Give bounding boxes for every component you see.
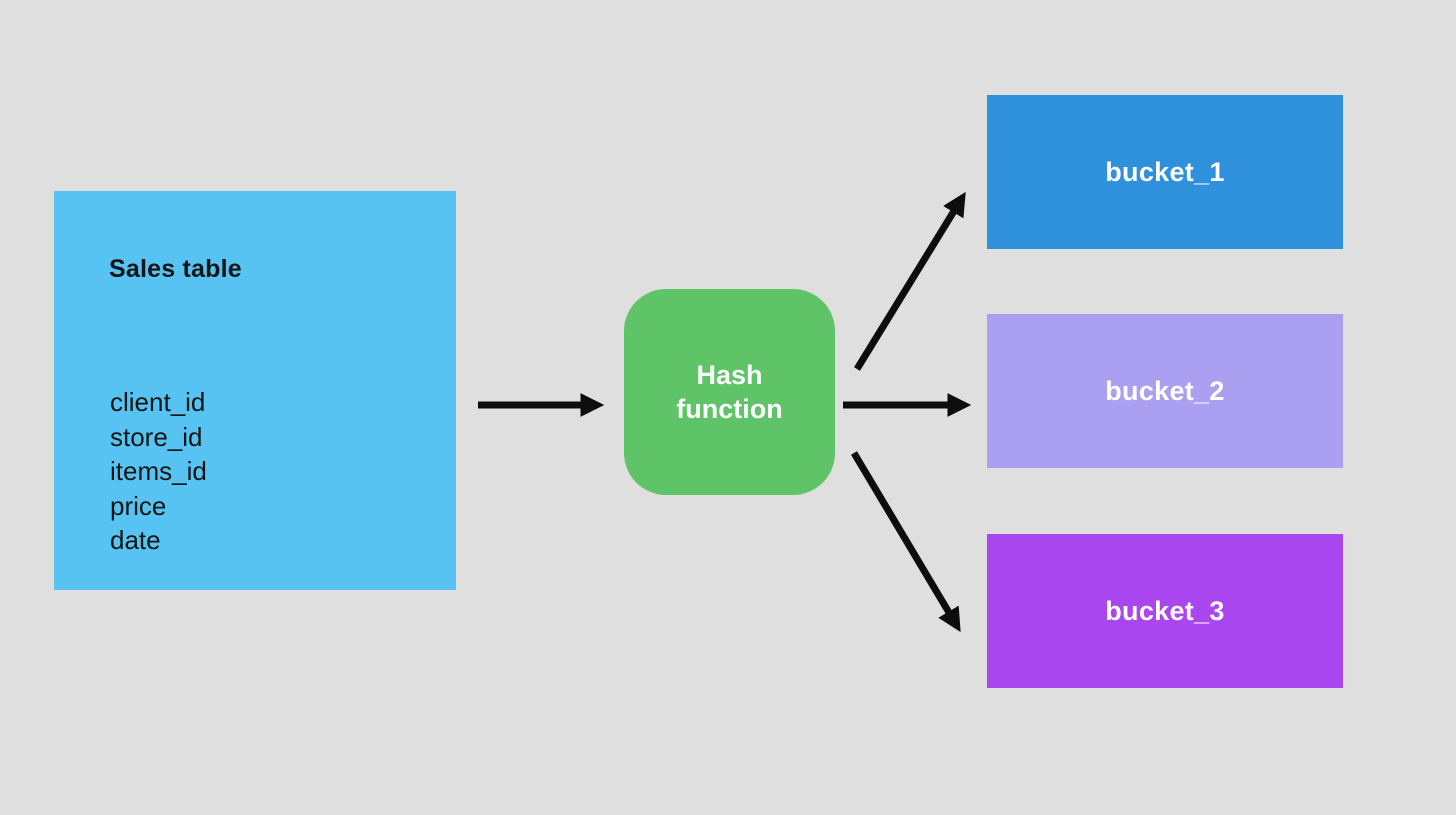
bucket-3-label: bucket_3 bbox=[1105, 595, 1225, 626]
field-items-id: items_id bbox=[110, 456, 207, 486]
sales-table-field-list: client_id store_id items_id price date bbox=[110, 385, 207, 558]
arrow-hash-to-bucket-3 bbox=[850, 451, 961, 633]
field-client-id: client_id bbox=[110, 387, 206, 417]
bucket-3-node: bucket_3 bbox=[987, 534, 1343, 688]
arrow-hash-to-bucket-1 bbox=[854, 191, 966, 371]
hash-function-node: Hash function bbox=[624, 289, 835, 495]
field-price: price bbox=[110, 490, 167, 521]
bucket-1-label: bucket_1 bbox=[1105, 156, 1225, 187]
bucket-1-node: bucket_1 bbox=[987, 95, 1343, 249]
sales-table-node: Sales table client_id store_id items_id … bbox=[54, 191, 456, 590]
hash-function-label: Hash function bbox=[676, 360, 783, 424]
field-date: date bbox=[110, 525, 161, 555]
bucket-2-node: bucket_2 bbox=[987, 314, 1343, 468]
sales-table-title: Sales table bbox=[109, 255, 242, 283]
bucket-2-label: bucket_2 bbox=[1105, 375, 1225, 406]
field-store-id: store_id bbox=[110, 421, 203, 452]
